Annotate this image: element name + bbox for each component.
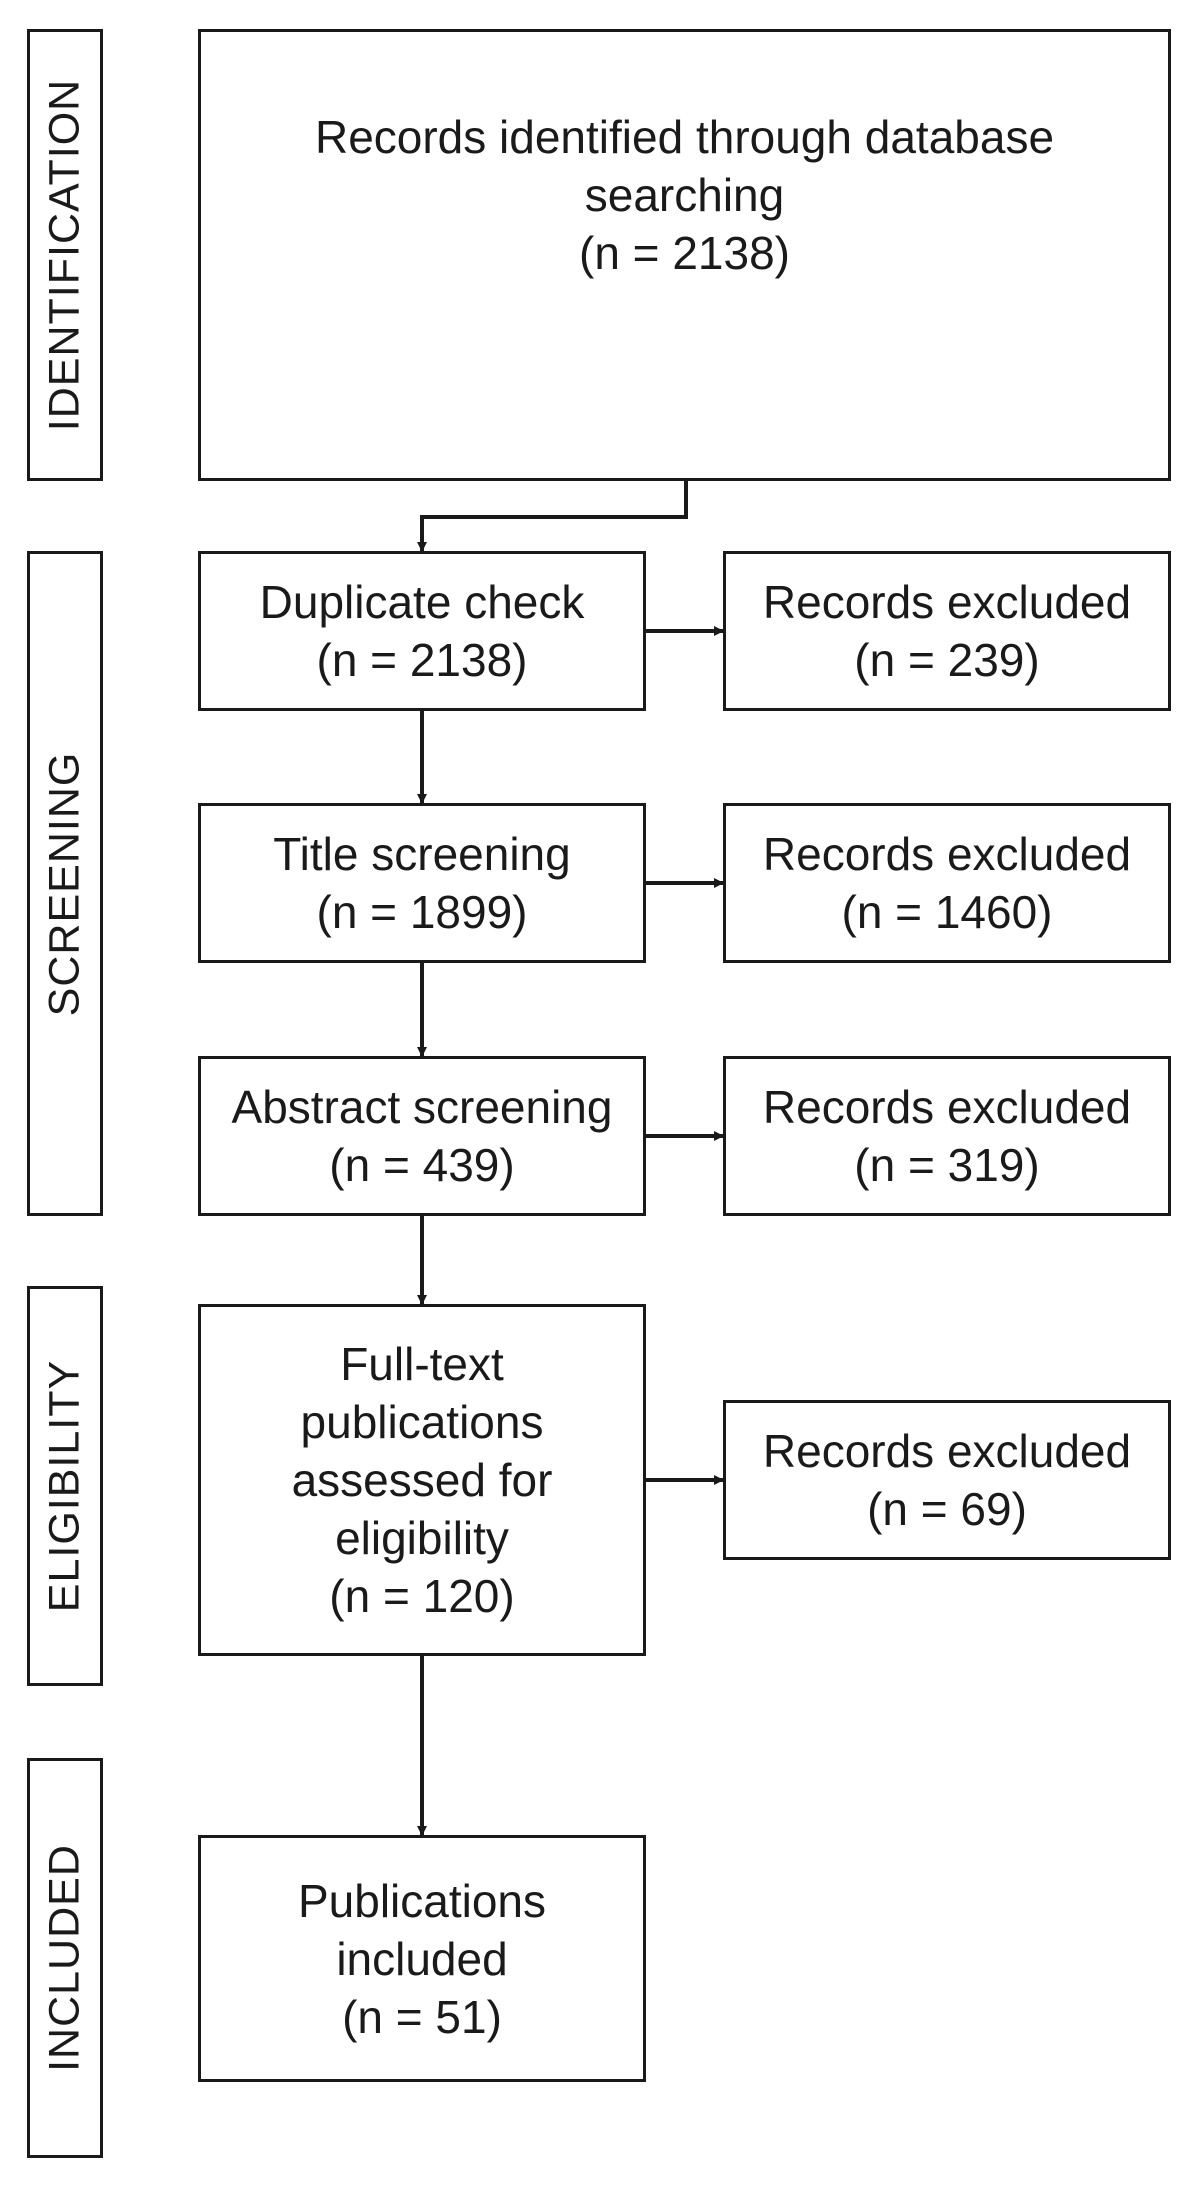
title-screening-box: Title screening (n = 1899) [198, 803, 646, 963]
box-text-line: searching [584, 169, 785, 221]
box-text-line: Records excluded [762, 576, 1132, 628]
box-text-line: (n = 239) [854, 634, 1040, 686]
phase-identification: IDENTIFICATION [27, 29, 103, 481]
box-text-line: Publications [297, 1874, 547, 1927]
excluded-title-box: Records excluded (n = 1460) [723, 803, 1171, 963]
excluded-duplicates-box: Records excluded (n = 239) [723, 551, 1171, 711]
box-text-line: publications [300, 1396, 544, 1448]
box-text-line: (n = 69) [867, 1483, 1027, 1535]
box-text-line: (n = 1460) [841, 886, 1053, 938]
box-text-line: (n = 2138) [579, 227, 790, 279]
box-text-line: (n = 439) [329, 1139, 515, 1191]
box-text-line: Full-text [340, 1338, 504, 1390]
phase-screening-label: SCREENING [40, 751, 89, 1016]
phase-screening: SCREENING [27, 551, 103, 1216]
phase-eligibility-label: ELIGIBILITY [40, 1359, 89, 1613]
excluded-fulltext-box: Records excluded (n = 69) [723, 1400, 1171, 1560]
box-text-line: (n = 2138) [316, 634, 528, 686]
box-text-line: Duplicate check [259, 576, 585, 628]
box-text-line: Records identified through database [314, 111, 1055, 163]
box-text-line: included [336, 1932, 508, 1985]
box-text-line: Records excluded [762, 1425, 1132, 1477]
box-text-line: eligibility [335, 1512, 509, 1564]
included-box: Publications included (n = 51) [198, 1835, 646, 2082]
phase-included-label: INCLUDED [40, 1844, 89, 2072]
phase-identification-label: IDENTIFICATION [40, 78, 89, 432]
excluded-abstract-box: Records excluded (n = 319) [723, 1056, 1171, 1216]
abstract-screening-box: Abstract screening (n = 439) [198, 1056, 646, 1216]
fulltext-assessment-box: Full-text publications assessed for elig… [198, 1304, 646, 1656]
arrow-identified-to-duplicate [417, 481, 688, 552]
phase-included: INCLUDED [27, 1758, 103, 2158]
box-text-line: Abstract screening [231, 1081, 613, 1133]
duplicate-check-box: Duplicate check (n = 2138) [198, 551, 646, 711]
phase-eligibility: ELIGIBILITY [27, 1286, 103, 1686]
box-text-line: Records excluded [762, 828, 1132, 880]
box-text-line: assessed for [291, 1454, 553, 1506]
box-text-line: (n = 51) [342, 1990, 502, 2043]
records-identified-box: Records identified through database sear… [198, 29, 1171, 481]
box-text-line: (n = 319) [854, 1139, 1040, 1191]
box-text-line: (n = 120) [329, 1570, 515, 1622]
box-text-line: Records excluded [762, 1081, 1132, 1133]
box-text-line: (n = 1899) [316, 886, 528, 938]
box-text-line: Title screening [273, 828, 571, 880]
